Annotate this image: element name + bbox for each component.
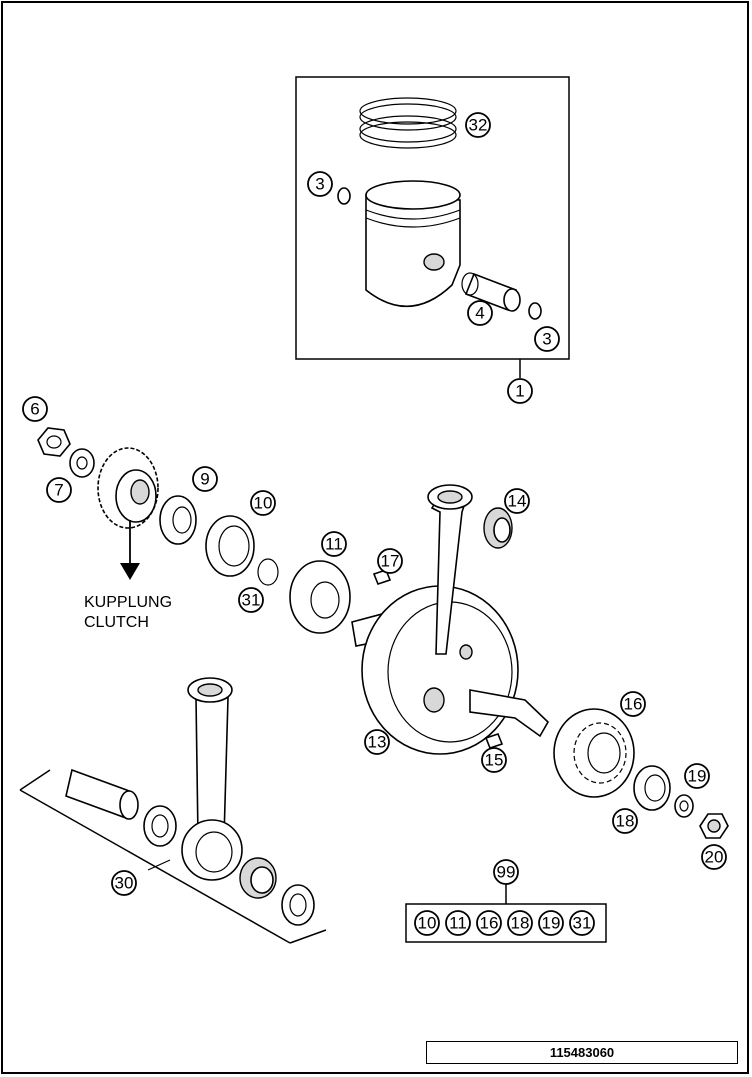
svg-text:6: 6: [30, 400, 39, 419]
callout-17: 17: [377, 548, 403, 574]
svg-text:7: 7: [54, 481, 63, 500]
circlip-left: [337, 187, 351, 205]
crankshaft: [351, 484, 550, 755]
ball-bearing-left: [289, 560, 351, 634]
callout-18: 18: [612, 808, 638, 834]
svg-text:3: 3: [315, 175, 324, 194]
svg-text:15: 15: [485, 751, 504, 770]
svg-text:18: 18: [511, 914, 530, 933]
callout-11: 11: [321, 531, 347, 557]
circlip-right: [528, 302, 542, 320]
svg-text:32: 32: [469, 116, 488, 135]
svg-text:11: 11: [449, 914, 467, 933]
callout-6: 6: [22, 396, 48, 422]
svg-text:13: 13: [368, 733, 387, 752]
svg-text:31: 31: [242, 591, 261, 610]
callout-31: 31: [238, 587, 264, 613]
svg-text:1: 1: [515, 382, 524, 401]
svg-text:30: 30: [115, 874, 134, 893]
svg-text:10: 10: [418, 914, 437, 933]
callout-30: 30: [111, 870, 137, 896]
shaft-seal: [205, 515, 255, 577]
piston: [365, 180, 461, 308]
leader-line-30: [147, 859, 171, 871]
callout-14: 14: [504, 488, 530, 514]
svg-text:19: 19: [542, 914, 561, 933]
svg-text:19: 19: [688, 767, 707, 786]
svg-text:11: 11: [325, 535, 343, 554]
piston-pin: [461, 272, 521, 312]
callout-7: 7: [46, 477, 72, 503]
kit-item-18: 18: [507, 910, 533, 936]
callout-10: 10: [250, 490, 276, 516]
callout-1: 1: [507, 378, 533, 404]
callout-3-left: 3: [307, 171, 333, 197]
washer: [69, 448, 95, 478]
svg-text:10: 10: [254, 494, 273, 513]
callout-99: 99: [493, 859, 519, 885]
clutch-arrow: [120, 520, 140, 580]
kit-item-10: 10: [414, 910, 440, 936]
piston-kit-box: [295, 76, 570, 360]
o-ring: [257, 558, 279, 586]
kit-item-31: 31: [569, 910, 595, 936]
kit-item-16: 16: [476, 910, 502, 936]
shaft-seal-right: [633, 765, 671, 811]
needle-bearing: [483, 507, 513, 549]
woodruff-key-15: [484, 733, 504, 749]
ball-bearing-right: [553, 708, 635, 798]
svg-text:16: 16: [480, 914, 499, 933]
kit-item-19: 19: [538, 910, 564, 936]
washer-right: [674, 794, 694, 818]
callout-20: 20: [701, 844, 727, 870]
svg-text:3: 3: [542, 330, 551, 349]
nut: [37, 427, 71, 457]
reference-number: 115483060: [426, 1041, 738, 1064]
primary-gear: [97, 447, 159, 529]
spacer: [159, 495, 197, 545]
callout-13: 13: [364, 729, 390, 755]
callout-4: 4: [467, 300, 493, 326]
svg-text:18: 18: [616, 812, 635, 831]
svg-text:4: 4: [475, 304, 484, 323]
svg-text:17: 17: [381, 552, 400, 571]
svg-text:99: 99: [497, 863, 516, 882]
svg-text:16: 16: [624, 695, 643, 714]
svg-text:20: 20: [705, 848, 724, 867]
piston-rings: [359, 97, 457, 149]
kit-item-11: 11: [445, 910, 471, 936]
callout-32: 32: [465, 112, 491, 138]
svg-text:14: 14: [508, 492, 527, 511]
nut-right: [699, 813, 729, 839]
callout-16: 16: [620, 691, 646, 717]
callout-19: 19: [684, 763, 710, 789]
note-clutch: CLUTCH: [84, 614, 149, 631]
conrod-kit: [19, 677, 327, 944]
woodruff-key-17: [372, 569, 392, 585]
svg-text:9: 9: [200, 470, 209, 489]
svg-text:31: 31: [573, 914, 592, 933]
note-kupplung: KUPPLUNG: [84, 594, 172, 611]
callout-9: 9: [192, 466, 218, 492]
callout-3-right: 3: [534, 326, 560, 352]
callout-15: 15: [481, 747, 507, 773]
